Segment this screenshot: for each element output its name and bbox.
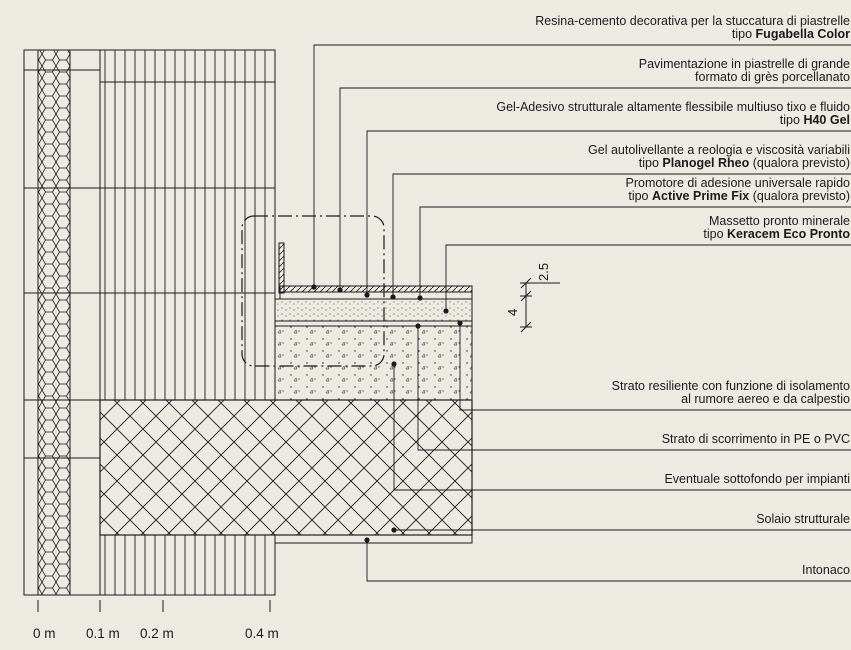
scale-2: 0.2 m [140, 626, 174, 641]
leader-dots [311, 284, 463, 543]
label-resilient-layer: Strato resiliente con funzione di isolam… [611, 379, 850, 406]
label-substrate: Eventuale sottofondo per impianti [664, 472, 850, 486]
label-leveling-gel: Gel autolivellante a reologia e viscosit… [588, 143, 850, 170]
label-adhesive: Gel-Adesivo strutturale altamente flessi… [496, 100, 850, 127]
structural-slab [99, 399, 473, 544]
label-sliding-layer: Strato di scorrimento in PE o PVC [661, 432, 850, 446]
screed-layer [274, 298, 473, 327]
dimension-bottom: 4 [505, 308, 520, 316]
scale-bar [37, 600, 271, 612]
label-grout: Resina-cemento decorativa per la stuccat… [535, 14, 850, 41]
brick-wall [23, 49, 276, 596]
label-screed: Massetto pronto minerale tipo Keracem Ec… [703, 214, 850, 241]
leader-lines [313, 44, 851, 582]
label-slab: Solaio strutturale [756, 512, 850, 526]
dimension-marks [520, 277, 560, 333]
label-primer: Promotore di adesione universale rapido … [625, 176, 850, 203]
tile-layer [278, 242, 473, 300]
concrete-substrate [274, 325, 473, 401]
scale-4: 0.4 m [245, 626, 279, 641]
detail-callout-box [241, 215, 385, 367]
scale-0: 0 m [33, 626, 56, 641]
scale-1: 0.1 m [86, 626, 120, 641]
label-tiles: Pavimentazione in piastrelle di grande f… [638, 57, 850, 84]
dimension-top: 2.5 [536, 262, 551, 281]
label-plaster: Intonaco [802, 563, 850, 577]
insulation-hex-layer [37, 49, 71, 596]
